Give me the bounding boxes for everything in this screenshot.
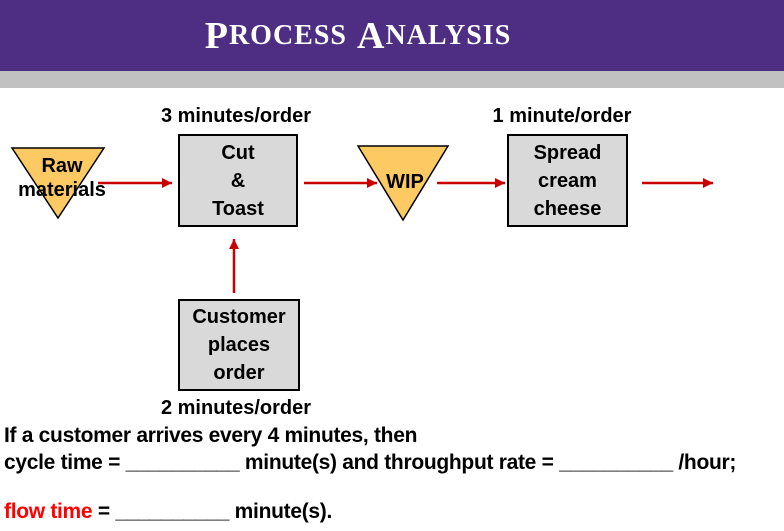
title-smallcaps-2: NALYSIS xyxy=(385,19,512,51)
rate-label-customer: 2 minutes/order xyxy=(160,397,312,419)
note-line-cycle-time: cycle time = __________ minute(s) and th… xyxy=(4,451,737,474)
note-line-arrival: If a customer arrives every 4 minutes, t… xyxy=(4,424,418,447)
flow-time-rest: = __________ minute(s). xyxy=(92,500,333,523)
process-box-customer-places-order: Customer places order xyxy=(178,299,300,391)
rate-label-spread: 1 minute/order xyxy=(492,105,632,127)
process-box-cut-toast: Cut & Toast xyxy=(178,134,298,227)
flow-time-label: flow time xyxy=(4,500,93,523)
note-line-flow-time: flow time = __________ minute(s). xyxy=(4,500,332,524)
wip-triangle xyxy=(356,145,450,222)
raw-materials-triangle xyxy=(10,147,106,220)
wip-label: WIP xyxy=(386,171,424,193)
header-underline xyxy=(0,71,784,88)
title-initial-2: A xyxy=(357,14,386,57)
header-bar xyxy=(0,0,784,71)
rate-label-cut-toast: 3 minutes/order xyxy=(160,105,312,127)
title-smallcaps-1: ROCESS xyxy=(228,19,347,51)
process-box-spread-cream-cheese: Spread cream cheese xyxy=(507,134,628,227)
title-initial-1: P xyxy=(204,14,229,57)
raw-materials-label: Raw materials xyxy=(18,155,106,201)
